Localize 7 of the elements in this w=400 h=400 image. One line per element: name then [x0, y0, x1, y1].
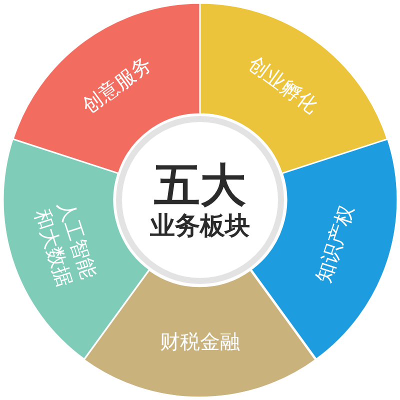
center-subtitle: 业务板块 [150, 212, 250, 241]
segment-label: 财税金融 [160, 329, 240, 354]
segment-label: 创业孵化 [244, 51, 324, 119]
segment-label: 人工智能和大数据 [28, 197, 102, 291]
center-title: 五大 [154, 159, 246, 212]
segment-label: 知识产权 [310, 202, 360, 286]
segment-label: 创意服务 [76, 51, 156, 119]
